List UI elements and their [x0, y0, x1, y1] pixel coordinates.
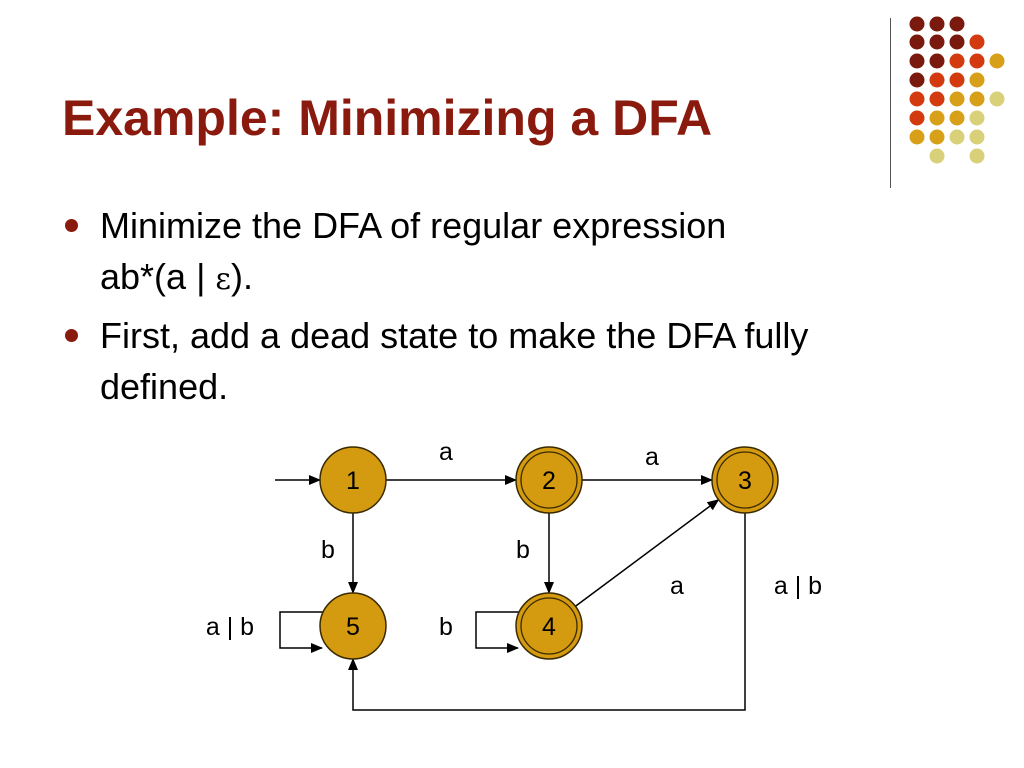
transition-4-4 [475, 611, 519, 653]
bullet-list: Minimize the DFA of regular expression a… [62, 200, 962, 417]
slide-title: Example: Minimizing a DFA [62, 90, 713, 146]
decor-dot [969, 72, 985, 88]
decor-dot [969, 110, 985, 126]
state-2: 2 [515, 446, 583, 514]
transition-3-5 [348, 513, 746, 711]
bullet-line: defined. [100, 366, 229, 407]
transition-label: b [321, 536, 335, 564]
transition-label: a | b [206, 613, 254, 641]
state-label: 3 [738, 467, 752, 495]
bullet-line: Minimize the DFA of regular expression [100, 205, 727, 246]
decor-dot [949, 129, 965, 145]
state-1: 1 [319, 446, 387, 514]
transition-5-5 [279, 611, 323, 653]
decor-dot [949, 72, 965, 88]
decor-dot [949, 110, 965, 126]
bullet-dot [65, 219, 78, 232]
state-5: 5 [319, 592, 387, 660]
decor-dot [969, 129, 985, 145]
decor-dot [929, 91, 945, 107]
decor-dot [929, 53, 945, 69]
state-circle [319, 446, 387, 514]
decor-dot [949, 16, 965, 32]
transition-label: b [516, 536, 530, 564]
decor-dot [909, 53, 925, 69]
decor-dot [929, 72, 945, 88]
transition-label: b [439, 613, 453, 641]
state-label: 2 [542, 467, 556, 495]
decor-dot [989, 53, 1005, 69]
decor-dot [969, 91, 985, 107]
decor-dot [909, 72, 925, 88]
transition-4-3 [575, 499, 720, 607]
state-circle [711, 446, 779, 514]
decor-dot [949, 53, 965, 69]
transition-label: a [439, 438, 453, 466]
decor-dot [909, 34, 925, 50]
bullet-line: First, add a dead state to make the DFA … [100, 315, 809, 356]
decor-dot [909, 16, 925, 32]
decor-dot [909, 129, 925, 145]
decor-dot [929, 110, 945, 126]
state-label: 4 [542, 613, 556, 641]
decor-dot [989, 91, 1005, 107]
decor-dot [969, 148, 985, 164]
transition-label: a | b [774, 572, 822, 600]
decor-dot [969, 53, 985, 69]
accepting-ring [716, 451, 774, 509]
decor-dot [929, 34, 945, 50]
state-circle [515, 592, 583, 660]
decor-dot [929, 148, 945, 164]
decor-dot [909, 110, 925, 126]
state-circle [515, 446, 583, 514]
state-label: 1 [346, 467, 360, 495]
bullet-line: ab*(a | ε). [100, 256, 253, 297]
state-label: 5 [346, 613, 360, 641]
epsilon-symbol: ε [215, 262, 231, 297]
state-4: 4 [515, 592, 583, 660]
decor-dot [929, 129, 945, 145]
decor-dot [909, 91, 925, 107]
bullet-item: First, add a dead state to make the DFA … [62, 310, 962, 412]
bullet-dot [65, 329, 78, 342]
decor-dot [949, 34, 965, 50]
accepting-ring [520, 597, 578, 655]
decor-dot [969, 34, 985, 50]
transition-label: a [645, 443, 659, 471]
decor-dot [929, 16, 945, 32]
state-3: 3 [711, 446, 779, 514]
decor-dot [949, 91, 965, 107]
decorative-dot-grid [909, 16, 1005, 164]
bullet-item: Minimize the DFA of regular expression a… [62, 200, 962, 305]
state-circle [319, 592, 387, 660]
decorative-divider [890, 18, 891, 188]
transition-label: a [670, 572, 684, 600]
accepting-ring [520, 451, 578, 509]
